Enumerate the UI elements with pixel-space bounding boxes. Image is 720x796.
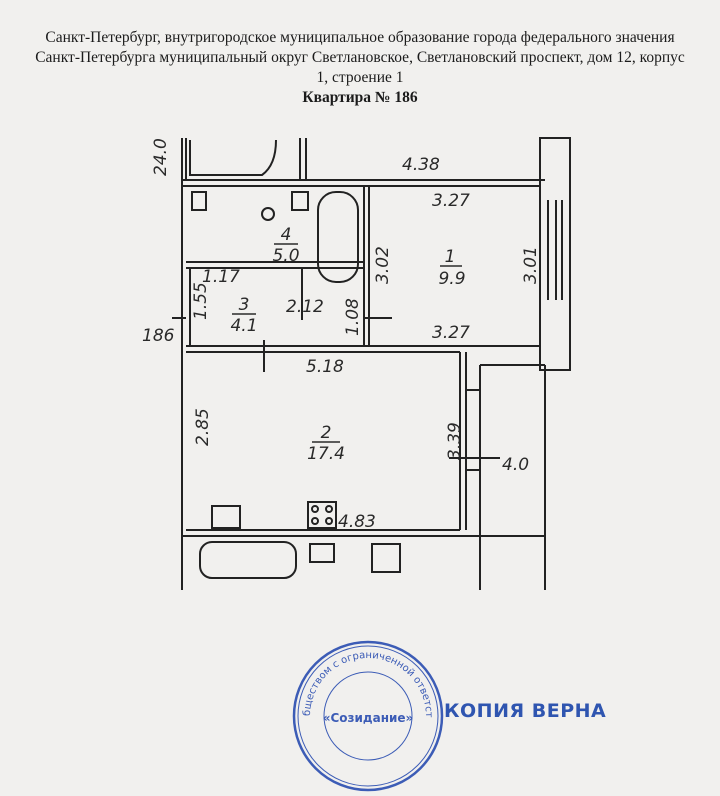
address-line-1: Санкт-Петербург, внутригородское муницип… <box>45 29 675 46</box>
dim-1-17: 1.17 <box>202 267 240 287</box>
apartment-side-label: 186 <box>142 326 175 346</box>
room-1-area: 9.9 <box>438 269 465 289</box>
dim-3-01: 3.01 <box>521 246 541 284</box>
room-3-number: 3 <box>239 295 250 315</box>
address-line-2: Санкт-Петербурга муниципальный округ Све… <box>35 49 685 66</box>
sink <box>291 191 309 211</box>
dim-2-12: 2.12 <box>286 297 324 317</box>
dim-1-08: 1.08 <box>343 298 363 336</box>
dim-3-39: 3.39 <box>445 422 465 460</box>
dim-4-83: 4.83 <box>338 512 376 532</box>
dim-2-85: 2.85 <box>193 408 213 446</box>
room-4-area: 5.0 <box>272 246 299 266</box>
apartment-title: Квартира № 186 <box>302 89 418 106</box>
dim-5-18: 5.18 <box>306 357 344 377</box>
room-1-number: 1 <box>445 247 456 267</box>
room-2-area: 17.4 <box>307 444 345 464</box>
dim-4-38: 4.38 <box>402 155 440 175</box>
dim-3-27-bottom: 3.27 <box>432 323 470 343</box>
room-4-number: 4 <box>281 225 292 245</box>
dim-3-02: 3.02 <box>373 246 393 284</box>
company-stamp: бществом с ограниченной ответственностью… <box>288 636 444 792</box>
dim-3-27-top: 3.27 <box>432 191 470 211</box>
dim-1-55: 1.55 <box>191 282 211 320</box>
room-3-area: 4.1 <box>230 316 257 336</box>
stove <box>307 501 337 529</box>
copy-verified-mark: КОПИЯ ВЕРНА <box>444 700 607 722</box>
stamp-company: «Созидание» <box>323 711 414 725</box>
bathtub <box>317 191 359 283</box>
floor-plan: 24.0 186 4.38 3.27 3.02 3.01 3.27 1.17 2… <box>142 137 571 590</box>
address-line-3: 1, строение 1 <box>316 69 404 86</box>
room-2-number: 2 <box>321 423 332 443</box>
dim-4-0: 4.0 <box>502 455 529 475</box>
corner-dimension: 24.0 <box>151 138 171 176</box>
kitchen-sink <box>211 505 241 529</box>
document-header: Санкт-Петербург, внутригородское муницип… <box>0 28 720 108</box>
window-right <box>539 137 571 371</box>
